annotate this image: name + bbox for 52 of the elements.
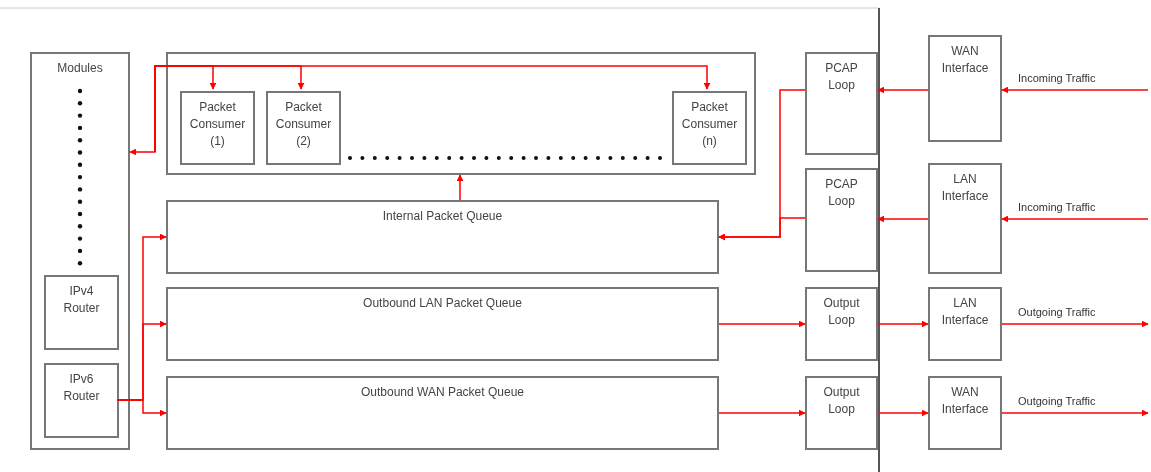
process-box bbox=[805, 287, 878, 361]
queue-box bbox=[166, 376, 719, 450]
process-box bbox=[180, 91, 255, 165]
box-label: LAN Interface bbox=[940, 171, 990, 205]
arrow bbox=[718, 409, 806, 417]
process-box bbox=[44, 275, 119, 350]
arrow bbox=[1001, 409, 1149, 417]
queue-box bbox=[166, 287, 719, 361]
arrow bbox=[1001, 215, 1149, 223]
process-box bbox=[672, 91, 747, 165]
box-label: PCAP Loop bbox=[824, 60, 859, 94]
box-label: WAN Interface bbox=[940, 43, 990, 77]
box-label: IPv6 Router bbox=[62, 371, 101, 405]
box-label: Packet Consumer (1) bbox=[188, 99, 247, 150]
arrow bbox=[877, 215, 929, 223]
process-box bbox=[44, 363, 119, 438]
process-box bbox=[928, 376, 1002, 450]
arrow bbox=[1001, 86, 1149, 94]
arrow bbox=[718, 320, 806, 328]
box-label: LAN Interface bbox=[940, 295, 990, 329]
consumer-group-box bbox=[166, 52, 756, 175]
box-label: Outbound LAN Packet Queue bbox=[362, 295, 523, 312]
process-box bbox=[928, 287, 1002, 361]
module-panel bbox=[30, 52, 130, 450]
box-label: Output Loop bbox=[822, 384, 861, 418]
process-box bbox=[928, 35, 1002, 142]
process-box bbox=[928, 163, 1002, 274]
queue-box bbox=[166, 200, 719, 274]
box-label: Modules bbox=[56, 60, 104, 77]
arrow bbox=[456, 174, 464, 201]
box-label: Packet Consumer (n) bbox=[680, 99, 739, 150]
box-label: IPv4 Router bbox=[62, 283, 101, 317]
arrow bbox=[877, 320, 929, 328]
arrow bbox=[718, 217, 806, 241]
box-label: WAN Interface bbox=[940, 384, 990, 418]
arrow bbox=[877, 409, 929, 417]
box-label: Internal Packet Queue bbox=[381, 208, 504, 225]
arrow bbox=[1001, 320, 1149, 328]
edge-label: Incoming Traffic bbox=[1016, 71, 1098, 85]
box-label: Output Loop bbox=[822, 295, 861, 329]
edge-label: Incoming Traffic bbox=[1016, 200, 1098, 214]
box-label: Packet Consumer (2) bbox=[274, 99, 333, 150]
edge-label: Outgoing Traffic bbox=[1016, 305, 1098, 319]
process-box bbox=[266, 91, 341, 165]
arrow bbox=[877, 86, 929, 94]
edge-label: Outgoing Traffic bbox=[1016, 394, 1098, 408]
box-label: Outbound WAN Packet Queue bbox=[360, 384, 525, 401]
process-box bbox=[805, 168, 878, 272]
process-box bbox=[805, 376, 878, 450]
process-box bbox=[805, 52, 878, 155]
box-label: PCAP Loop bbox=[824, 176, 859, 210]
arrow bbox=[116, 399, 167, 417]
